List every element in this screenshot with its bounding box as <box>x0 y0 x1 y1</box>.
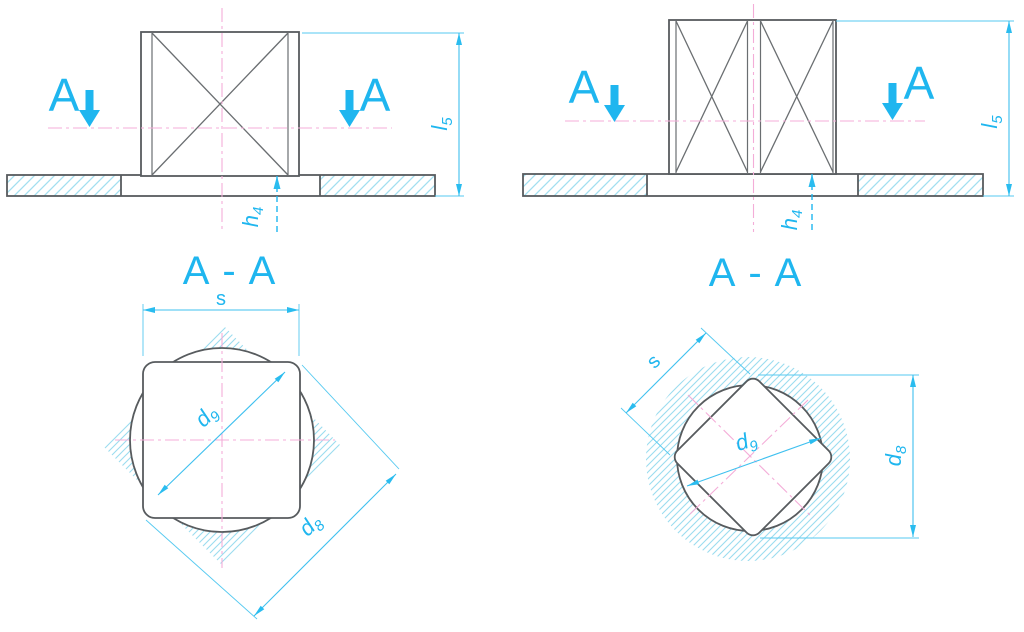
dimension-d8 <box>758 374 919 539</box>
section-arrow-a-left <box>604 85 625 122</box>
section-view-right <box>620 327 919 561</box>
square-face-rotated <box>673 377 833 537</box>
section-title: A - A <box>183 249 278 293</box>
dimension-l5 <box>302 32 464 197</box>
label-d8: d8 <box>881 445 910 466</box>
label-s: s <box>642 350 665 373</box>
elevation-view-right <box>522 4 1014 233</box>
section-letter-a: A <box>360 69 391 121</box>
down-arrow-icon <box>604 105 625 122</box>
dimension-h4 <box>273 176 281 232</box>
label-l5: l5 <box>977 115 1006 129</box>
plate-hatch-left <box>7 175 121 196</box>
dimension-h4 <box>808 174 816 233</box>
section-view-left <box>104 304 400 620</box>
section-arrow-a-right <box>882 83 903 120</box>
label-h4: h4 <box>238 207 267 228</box>
section-arrow-a-left <box>79 90 100 127</box>
section-letter-a: A <box>569 61 600 113</box>
section-title: A - A <box>709 251 804 295</box>
dimension-l5 <box>836 20 1014 197</box>
boss-diagonal-2 <box>151 32 289 176</box>
center-line-diagonal-1 <box>687 394 814 519</box>
section-letter-a: A <box>904 57 935 109</box>
down-arrow-icon <box>882 103 903 120</box>
labels: A A l5 h4 A A l5 h4 A - A s d9 d8 A - A … <box>49 57 1006 544</box>
square-boss-outline <box>668 19 837 175</box>
label-s: s <box>216 288 226 310</box>
plate-hatch-right <box>858 174 983 196</box>
dimension-s <box>142 304 300 356</box>
section-letter-a: A <box>49 69 80 121</box>
elevation-view-left <box>6 8 464 233</box>
plate-hatch-left <box>523 174 647 196</box>
plate-hatch-right <box>320 175 435 196</box>
center-line-diagonal-2 <box>686 399 809 518</box>
dimension-s <box>620 327 751 456</box>
label-h4: h4 <box>777 210 806 231</box>
dimension-d9 <box>157 371 286 496</box>
boss-right-diagonal-2 <box>759 20 834 173</box>
dimension-d9 <box>686 437 822 487</box>
section-arrow-a-right <box>339 90 360 127</box>
label-d8: d8 <box>294 508 330 544</box>
down-arrow-icon <box>79 110 100 127</box>
dimension-d8 <box>145 364 400 620</box>
boss-left-diagonal-2 <box>675 20 749 173</box>
label-l5: l5 <box>427 117 456 131</box>
down-arrow-icon <box>339 110 360 127</box>
